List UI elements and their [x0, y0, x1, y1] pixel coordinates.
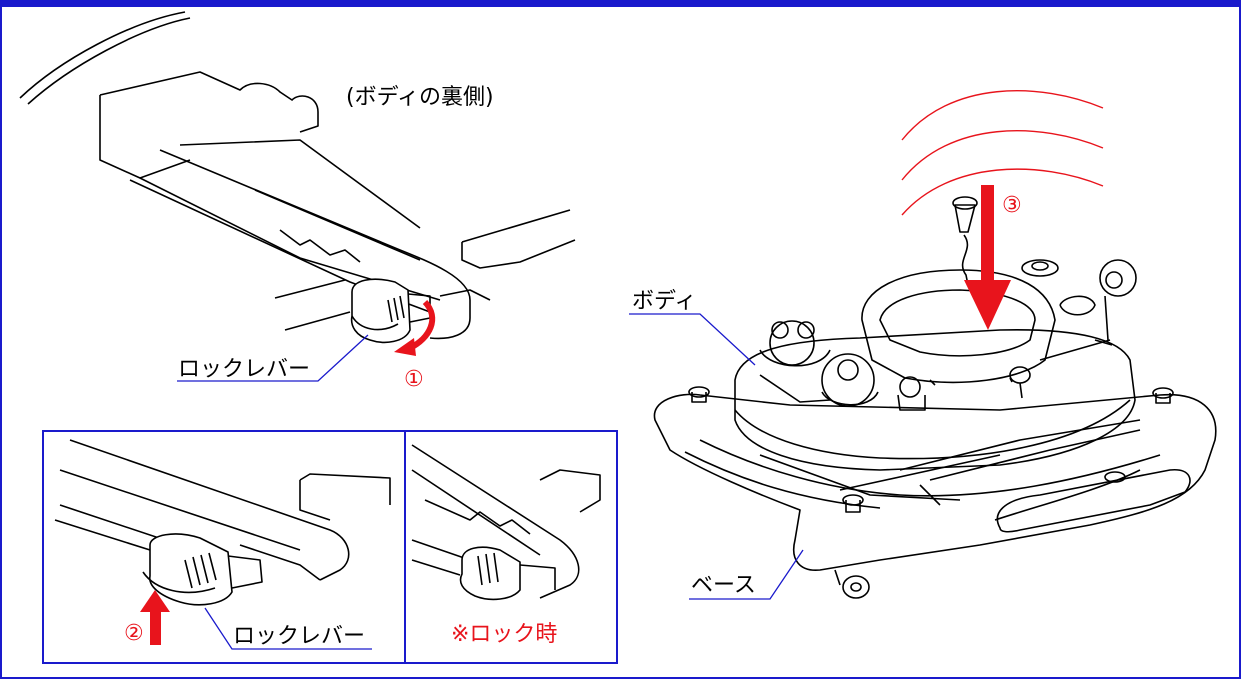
leader-lock-lever-top: [177, 334, 369, 382]
underside-caption: (ボディの裏側): [346, 85, 494, 110]
lock-lever-label-top: ロックレバー: [178, 357, 310, 382]
leader-lock-lever-inset: [204, 607, 372, 650]
step2-marker: ②: [124, 621, 144, 646]
leader-body: [629, 313, 756, 366]
inset-lift-drawing: [54, 439, 391, 606]
leader-base: [689, 549, 804, 600]
rotate-arrow-step1: [394, 299, 436, 356]
push-up-arrow-step2: [140, 590, 170, 645]
push-down-arrow-step3: [964, 185, 1011, 330]
lock-lever-label-inset: ロックレバー: [233, 624, 365, 649]
baby-walker-drawing: [653, 196, 1217, 599]
when-locked-label: ※ロック時: [451, 622, 557, 647]
body-label: ボディ: [632, 289, 696, 314]
base-label: ベース: [691, 573, 756, 598]
inset-locked-drawing: [411, 444, 601, 601]
motion-lines: [901, 90, 1104, 216]
step1-marker: ①: [404, 367, 424, 392]
step3-marker: ③: [1002, 193, 1022, 218]
inset-box-locked: [404, 430, 618, 664]
underside-drawing: [19, 11, 576, 344]
